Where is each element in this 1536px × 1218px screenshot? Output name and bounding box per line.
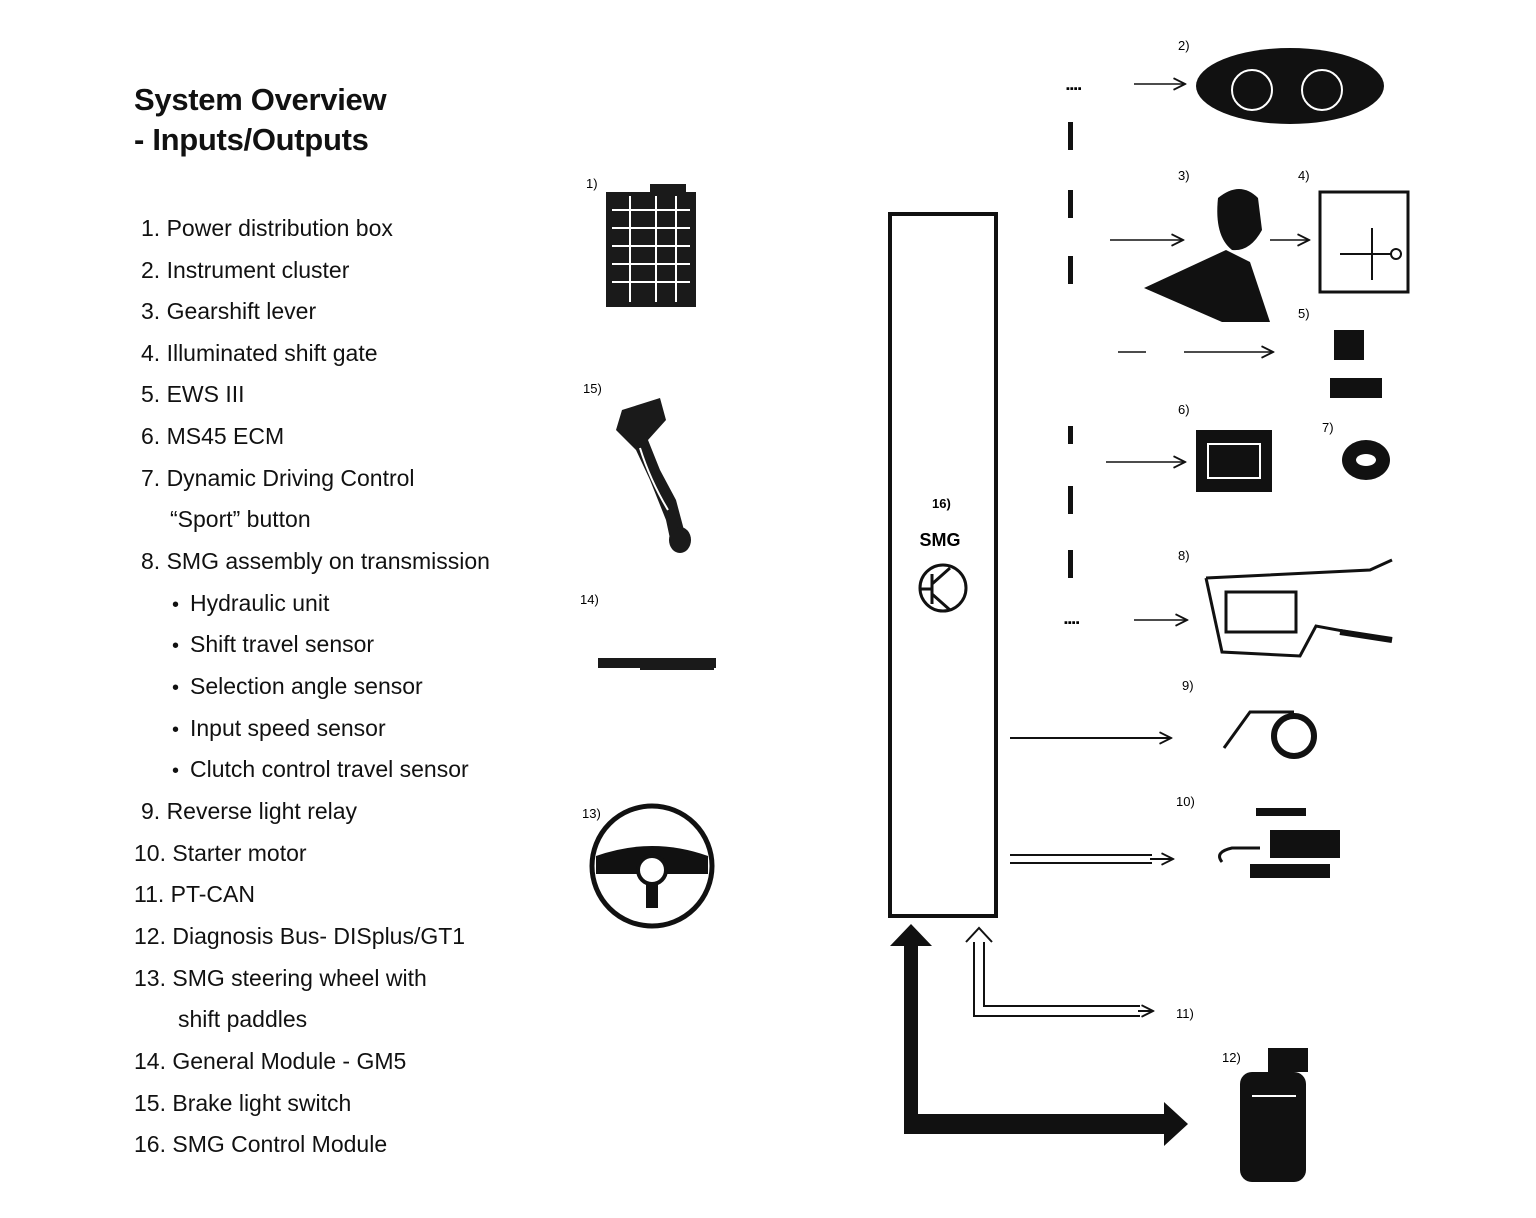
legend-subitem: Shift travel sensor xyxy=(172,630,374,660)
module-label: SMG xyxy=(919,530,960,550)
legend-item: 14. General Module - GM5 xyxy=(134,1048,407,1074)
ews-iii-image xyxy=(1330,330,1382,398)
legend-item: 3. Gearshift lever xyxy=(141,298,317,324)
brake-light-switch-image xyxy=(616,398,691,553)
callout-16: 16) xyxy=(932,496,951,511)
component-legend: 1. Power distribution box 2. Instrument … xyxy=(0,0,560,1218)
callout-12: 12) xyxy=(1222,1050,1241,1065)
legend-subitem: Clutch control travel sensor xyxy=(172,755,469,785)
callout-13: 13) xyxy=(582,806,601,821)
smg-assembly-image xyxy=(1204,558,1393,658)
callout-14: 14) xyxy=(580,592,599,607)
legend-item: 1. Power distribution box xyxy=(141,215,393,241)
legend-item: 4. Illuminated shift gate xyxy=(141,340,378,366)
legend-item: 7. Dynamic Driving Control xyxy=(141,465,415,491)
legend-item: 5. EWS III xyxy=(141,381,245,407)
starter-output-arrow xyxy=(1010,855,1172,863)
transistor-symbol xyxy=(918,563,968,613)
legend-item-continuation: “Sport” button xyxy=(170,506,311,532)
legend-item: 6. MS45 ECM xyxy=(141,423,285,449)
smg-control-module: 16) SMG xyxy=(888,212,998,918)
callout-9: 9) xyxy=(1182,678,1194,693)
callout-2: 2) xyxy=(1178,38,1190,53)
bus-label-bottom: ▪▪▪▪ xyxy=(1064,617,1080,629)
legend-item: 9. Reverse light relay xyxy=(141,798,358,824)
callout-6: 6) xyxy=(1178,402,1190,417)
page-title: System Overview - Inputs/Outputs xyxy=(134,80,387,160)
legend-item: 12. Diagnosis Bus- DISplus/GT1 xyxy=(134,923,466,949)
legend-item: 8. SMG assembly on transmission xyxy=(141,548,490,574)
reverse-light-relay-image xyxy=(1222,710,1317,759)
ms45-ecm-image xyxy=(1196,430,1272,492)
sport-button-image xyxy=(1342,440,1390,480)
legend-item: 2. Instrument cluster xyxy=(141,257,350,283)
starter-motor-image xyxy=(1218,808,1340,878)
diagnosis-tester-image xyxy=(1240,1048,1308,1182)
callout-5: 5) xyxy=(1298,306,1310,321)
illuminated-shift-gate-image xyxy=(1318,190,1410,294)
callout-15: 15) xyxy=(583,381,602,396)
instrument-cluster-image xyxy=(1196,48,1384,124)
legend-item: 15. Brake light switch xyxy=(134,1090,352,1116)
callout-7: 7) xyxy=(1322,420,1334,435)
legend-subitem: Hydraulic unit xyxy=(172,589,329,619)
callout-10: 10) xyxy=(1176,794,1195,809)
general-module-image xyxy=(598,658,716,670)
legend-item: 16. SMG Control Module xyxy=(134,1131,388,1157)
pt-can-line xyxy=(965,926,1152,1016)
legend-subitem: Input speed sensor xyxy=(172,714,386,744)
gearshift-lever-image xyxy=(1144,189,1270,322)
callout-4: 4) xyxy=(1298,168,1310,183)
legend-subitem: Selection angle sensor xyxy=(172,672,423,702)
legend-item: 13. SMG steering wheel with xyxy=(134,965,427,991)
title-line-1: System Overview xyxy=(134,82,387,117)
diagnosis-bus-arrow xyxy=(890,924,1188,1146)
legend-item: 11. PT-CAN xyxy=(134,881,255,907)
steering-wheel-image xyxy=(589,803,715,929)
power-distribution-box-image xyxy=(606,184,696,307)
vertical-line-inputs xyxy=(1068,122,1073,578)
legend-item-continuation: shift paddles xyxy=(178,1006,308,1032)
title-line-2: - Inputs/Outputs xyxy=(134,122,369,157)
callout-8: 8) xyxy=(1178,548,1190,563)
callout-3: 3) xyxy=(1178,168,1190,183)
legend-item: 10. Starter motor xyxy=(134,840,307,866)
bus-label-top: ▪▪▪▪ xyxy=(1066,83,1082,95)
callout-1: 1) xyxy=(586,176,598,191)
callout-11: 11) xyxy=(1176,1006,1194,1021)
